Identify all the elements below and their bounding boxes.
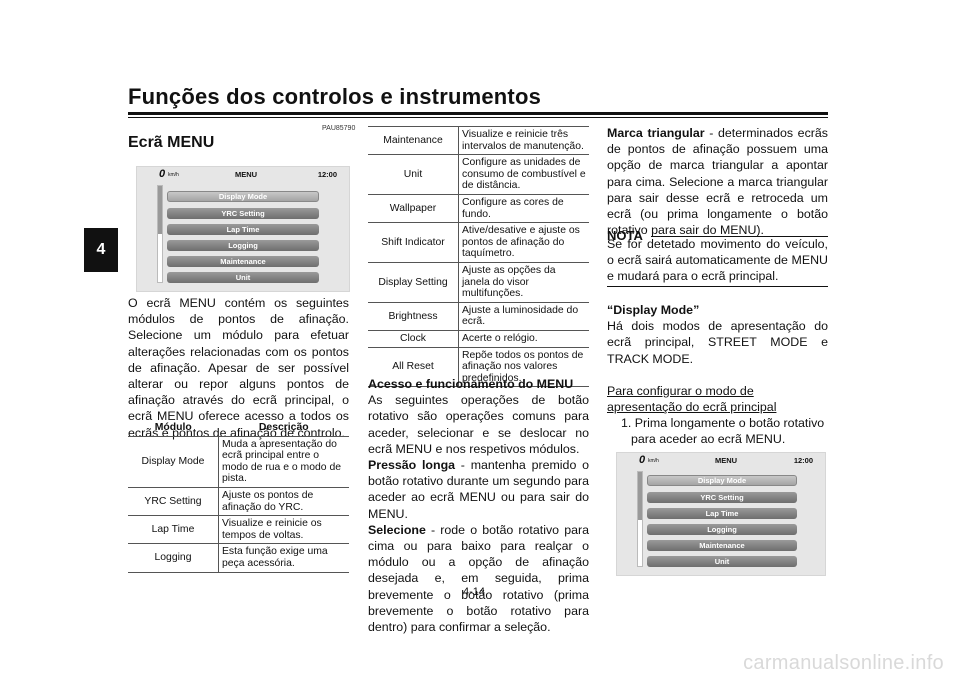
- triangle-paragraph: Marca triangular - determinados ecrãs de…: [607, 126, 828, 238]
- display-mode-subheading: Para configurar o modo de apresentação d…: [607, 383, 777, 415]
- menu-item-lap-time: Lap Time: [647, 508, 797, 519]
- menu-screen-illustration-2: 0 km/h MENU 12:00 Display Mode YRC Setti…: [616, 452, 826, 576]
- menu-item-yrc-setting: YRC Setting: [167, 208, 319, 219]
- menu-item-unit: Unit: [647, 556, 797, 567]
- menu-item-lap-time: Lap Time: [167, 224, 319, 235]
- display-mode-heading: “Display Mode”: [607, 303, 700, 317]
- table-row: Maintenance Visualize e reinicie três in…: [368, 126, 589, 155]
- access-intro: As seguintes operações de botão rotativo…: [368, 393, 589, 456]
- module-table-left: Módulo Descrição Display Mode Muda a apr…: [128, 420, 349, 573]
- table-header-description: Descrição: [258, 422, 309, 433]
- header-rule-thin: [128, 117, 828, 118]
- screen-scrollbar: [157, 185, 163, 283]
- watermark: carmanualsonline.info: [743, 652, 944, 674]
- table-header-module: Módulo: [154, 422, 192, 433]
- table-row: Lap Time Visualize e reinicie os tempos …: [128, 515, 349, 544]
- intro-paragraph: O ecrã MENU contém os seguintes módulos …: [128, 296, 349, 440]
- triangle-label: Marca triangular: [607, 126, 705, 140]
- long-press-label: Pressão longa: [368, 458, 456, 473]
- table-row: Logging Esta função exige uma peça acess…: [128, 543, 349, 573]
- table-row: Wallpaper Configure as cores de fundo.: [368, 193, 589, 223]
- note-box: NOTA: [607, 228, 828, 243]
- note-label: NOTA: [607, 228, 643, 243]
- menu-item-maintenance: Maintenance: [167, 256, 319, 267]
- page-number: 4-14: [463, 586, 486, 598]
- table-row: Display Mode Muda a apresentação do ecrã…: [128, 436, 349, 488]
- screen-scrollbar: [637, 471, 643, 567]
- chapter-tab: 4: [84, 228, 118, 272]
- screen-menu-title: MENU: [235, 170, 258, 179]
- section-title: Ecrã MENU: [128, 134, 215, 151]
- menu-item-maintenance: Maintenance: [647, 540, 797, 551]
- table-row: YRC Setting Ajuste os pontos de afinação…: [128, 486, 349, 516]
- header-rule: [128, 112, 828, 115]
- menu-item-display-mode: Display Mode: [647, 475, 797, 486]
- speed-readout: 0: [159, 168, 166, 180]
- display-mode-section: “Display Mode” Há dois modos de apresent…: [607, 302, 828, 448]
- page-header-title: Funções dos controlos e instrumentos: [128, 84, 542, 109]
- menu-item-unit: Unit: [167, 272, 319, 283]
- speed-unit: km/h: [168, 172, 179, 178]
- table-row: Clock Acerte o relógio.: [368, 329, 589, 347]
- menu-screen-illustration: 0 km/h MENU 12:00 Display Mode YRC Setti…: [136, 166, 350, 292]
- note-bottom-rule: [607, 286, 828, 287]
- menu-item-display-mode: Display Mode: [167, 191, 319, 202]
- display-mode-step-1: 1. Prima longamente o botão rotativo par…: [621, 416, 825, 447]
- menu-item-yrc-setting: YRC Setting: [647, 492, 797, 503]
- menu-item-logging: Logging: [647, 524, 797, 535]
- menu-item-logging: Logging: [167, 240, 319, 251]
- paragraph-code: PAU85790: [322, 125, 356, 132]
- screen-menu-title: MENU: [715, 456, 738, 465]
- screen-clock: 12:00: [317, 170, 337, 179]
- display-mode-text: Há dois modos de apresentação do ecrã pr…: [607, 319, 828, 366]
- table-row: Unit Configure as unidades de consumo de…: [368, 154, 589, 195]
- note-text: Se for detetado movimento do veículo, o …: [607, 237, 828, 284]
- module-table-right: Maintenance Visualize e reinicie três in…: [368, 126, 589, 388]
- access-heading: Acesso e funcionamento do MENU: [368, 377, 574, 391]
- screen-clock: 12:00: [793, 456, 813, 465]
- table-row: Shift Indicator Ative/desative e ajuste …: [368, 222, 589, 263]
- table-row: Display Setting Ajuste as opções da jane…: [368, 261, 589, 303]
- table-row: All Reset Repõe todos os pontos de afina…: [368, 346, 589, 387]
- speed-unit: km/h: [648, 458, 659, 464]
- speed-readout: 0: [639, 454, 646, 466]
- access-section: Acesso e funcionamento do MENU As seguin…: [368, 377, 589, 635]
- table-row: Brightness Ajuste a luminosidade do ecrã…: [368, 301, 589, 331]
- note-rule: [651, 236, 828, 237]
- select-label: Selecione: [368, 522, 426, 537]
